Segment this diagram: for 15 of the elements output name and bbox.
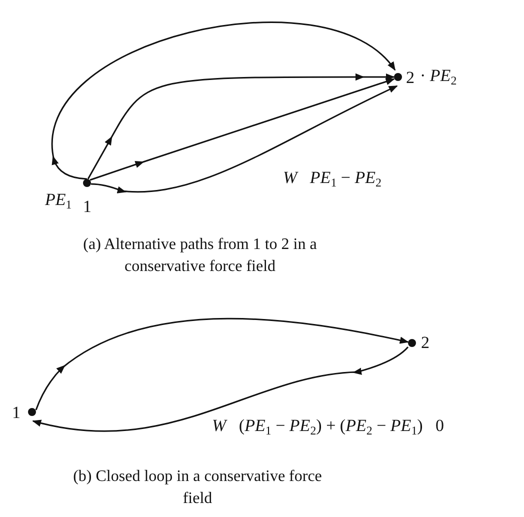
path-arrow [32, 346, 409, 432]
path-arrow [51, 22, 396, 180]
energy-label: · PE$_{2}$ [420, 66, 457, 86]
work-equation: W PE$_{1}$ − PE$_{2}$ [283, 168, 382, 188]
figure-caption: (b) Closed loop in a conservative force field [72, 467, 323, 509]
point-label: 2 [421, 334, 430, 351]
point-label: 1 [12, 404, 20, 421]
path-arrow [90, 85, 398, 194]
point-label: 2 [406, 69, 414, 86]
point-marker [394, 69, 416, 86]
path-arrow [35, 318, 408, 410]
energy-label: PE$_{1}$ [45, 190, 72, 210]
figure-caption: (a) Alternative paths from 1 to 2 in a conservative force field [82, 235, 318, 277]
work-equation: W (PE$_{1}$ − PE$_{2}$) + (PE$_{2}$ − PE$_{1}$) 0 [212, 416, 444, 436]
point-label: 1 [83, 198, 92, 215]
